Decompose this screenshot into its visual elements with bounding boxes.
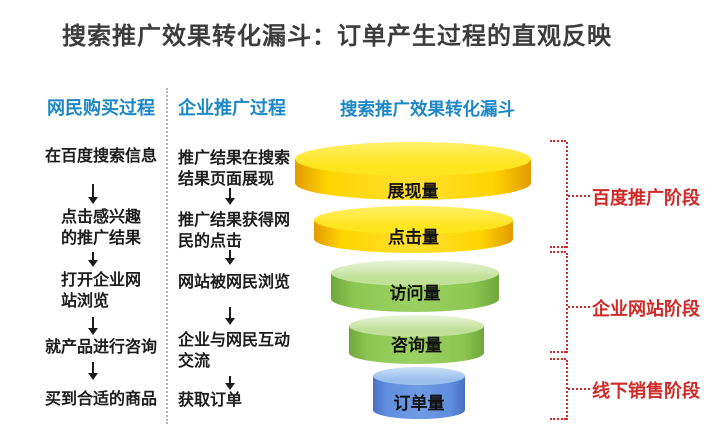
down-arrow-icon <box>225 188 235 205</box>
stage-label: 企业网站阶段 <box>592 299 700 319</box>
funnel-layer-label: 展现量 <box>387 182 439 201</box>
flow-step: 获取订单 <box>178 392 243 409</box>
down-arrow-stem <box>229 188 231 198</box>
stage-label: 线下销售阶段 <box>592 381 700 401</box>
funnel-layer-top-ellipse <box>331 260 499 286</box>
down-arrow-head <box>88 197 98 204</box>
down-arrow-stem <box>229 250 231 258</box>
flow-step: 打开企业网 站浏览 <box>60 272 142 310</box>
down-arrow-stem <box>92 184 94 197</box>
stage-label: 百度推广阶段 <box>592 188 700 208</box>
down-arrow-icon <box>88 184 98 204</box>
stage-brace-tick <box>568 306 590 308</box>
down-arrow-head <box>225 198 235 205</box>
down-arrow-stem <box>229 376 231 383</box>
funnel-layer-label: 点击量 <box>388 228 439 247</box>
funnel-layer: 咨询量 <box>349 315 484 364</box>
funnel-layer-label: 咨询量 <box>391 336 442 355</box>
stage-brace-tick <box>568 195 590 197</box>
flow-step: 点击感兴趣 的推广结果 <box>60 209 142 247</box>
funnel-layer-label: 订单量 <box>393 394 445 413</box>
flow-step: 就产品进行咨询 <box>44 339 158 356</box>
funnel-layer: 订单量 <box>373 367 465 419</box>
funnel-layer-top-ellipse <box>314 206 513 234</box>
column-header-funnel: 搜索推广效果转化漏斗 <box>340 99 515 119</box>
stage-brace <box>550 140 590 248</box>
flow-step: 买到合适的商品 <box>44 391 158 408</box>
down-arrow-head <box>225 318 235 325</box>
funnel-layer-label: 访问量 <box>389 284 441 303</box>
down-arrow-head <box>88 260 98 267</box>
column-header-user-process: 网民购买过程 <box>47 98 155 118</box>
flow-step: 推广结果获得网 民的点击 <box>178 212 291 250</box>
funnel-layer: 点击量 <box>314 206 513 253</box>
stage-brace <box>550 251 590 353</box>
column-header-business-process: 企业推广过程 <box>178 98 286 118</box>
down-arrow-stem <box>229 307 231 318</box>
flow-step: 在百度搜索信息 <box>44 148 158 165</box>
down-arrow-head <box>225 258 235 265</box>
down-arrow-stem <box>92 252 94 260</box>
down-arrow-icon <box>88 252 98 267</box>
funnel-layer: 访问量 <box>331 260 499 312</box>
funnel-layer: 展现量 <box>295 142 531 201</box>
down-arrow-stem <box>92 317 94 328</box>
page-title: 搜索推广效果转化漏斗：订单产生过程的直观反映 <box>62 23 612 50</box>
stage-brace <box>550 358 590 420</box>
down-arrow-head <box>88 328 98 335</box>
stage-brace-tick <box>568 388 590 390</box>
flow-step: 企业与网民互动 交流 <box>178 332 291 370</box>
funnel-layer-top-ellipse <box>295 142 531 176</box>
down-arrow-icon <box>88 362 98 380</box>
down-arrow-head <box>88 373 98 380</box>
down-arrow-icon <box>88 317 98 335</box>
funnel-layer-top-ellipse <box>373 367 465 385</box>
flow-step: 网站被网民浏览 <box>178 274 291 291</box>
down-arrow-icon <box>225 376 235 390</box>
down-arrow-icon <box>225 250 235 265</box>
column-divider <box>166 88 168 424</box>
flow-step: 推广结果在搜索 结果页面展现 <box>178 150 291 188</box>
down-arrow-head <box>225 383 235 390</box>
down-arrow-stem <box>92 362 94 373</box>
down-arrow-icon <box>225 307 235 325</box>
funnel-layer-top-ellipse <box>349 315 484 337</box>
